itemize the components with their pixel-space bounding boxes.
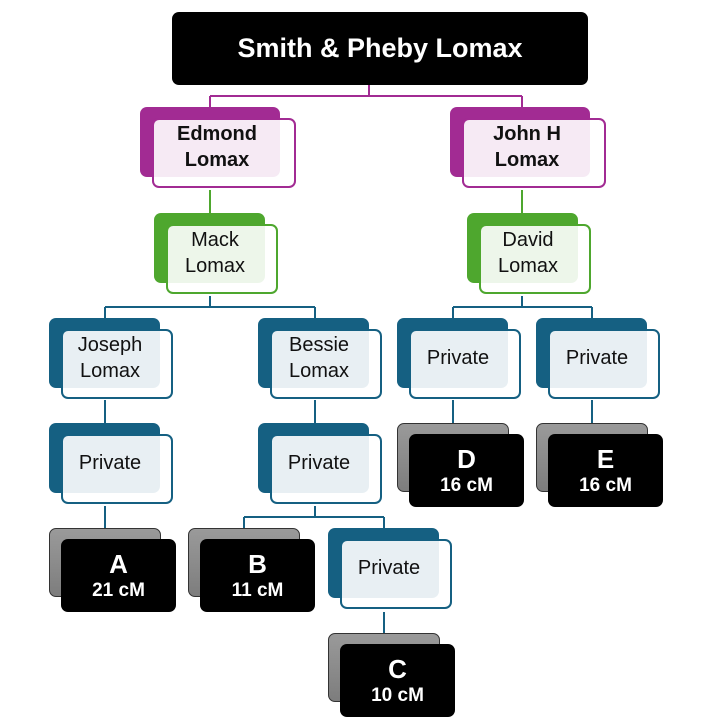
name-line-2: Lomax: [184, 149, 250, 171]
node-card: Private: [548, 329, 660, 399]
name-line-1: Joseph: [77, 334, 143, 356]
node-label: Private: [287, 452, 351, 474]
match-letter: E: [596, 443, 615, 474]
name-line-2: Lomax: [288, 360, 350, 382]
match-letter: A: [109, 548, 128, 579]
person-private: Private: [397, 318, 523, 401]
name-line-1: Mack: [191, 229, 239, 251]
name-line-2: Lomax: [79, 360, 141, 382]
name-line-2: Lomax: [497, 255, 559, 277]
match-cm: 16 cM: [440, 474, 493, 496]
node-label: Private: [78, 452, 142, 474]
match-cm: 10 cM: [371, 684, 424, 706]
person-private: Private: [328, 528, 454, 611]
match-letter: B: [248, 548, 267, 579]
node-card: John H Lomax: [462, 118, 606, 188]
name-line-1: Edmond: [177, 123, 257, 145]
purple-connectors: [209, 85, 523, 107]
person-john-h-lomax: John H Lomax: [450, 107, 606, 190]
node-card: Private: [61, 434, 173, 504]
blue-connectors: [104, 296, 593, 633]
node-label: Private: [357, 557, 421, 579]
match-cm: 21 cM: [92, 579, 145, 601]
match-letter: C: [388, 653, 407, 684]
name-line-1: Bessie: [288, 334, 350, 356]
match-cm: 11 cM: [231, 579, 284, 601]
match-cm: 16 cM: [579, 474, 632, 496]
node-label: Private: [565, 347, 629, 369]
node-card: Private: [270, 434, 382, 504]
root-couple-label: Smith & Pheby Lomax: [237, 33, 523, 63]
person-private: Private: [49, 423, 175, 506]
green-connectors: [209, 190, 523, 213]
name-line-2: Lomax: [494, 149, 560, 171]
person-private: Private: [258, 423, 384, 506]
name-line-1: John H: [493, 123, 561, 145]
name-line-1: David: [502, 229, 554, 251]
root-couple-box: Smith & Pheby Lomax: [172, 12, 588, 85]
node-label: Private: [426, 347, 490, 369]
node-card: Private: [409, 329, 521, 399]
person-private: Private: [536, 318, 662, 401]
match-letter: D: [457, 443, 476, 474]
name-line-2: Lomax: [184, 255, 246, 277]
node-card: Private: [340, 539, 452, 609]
